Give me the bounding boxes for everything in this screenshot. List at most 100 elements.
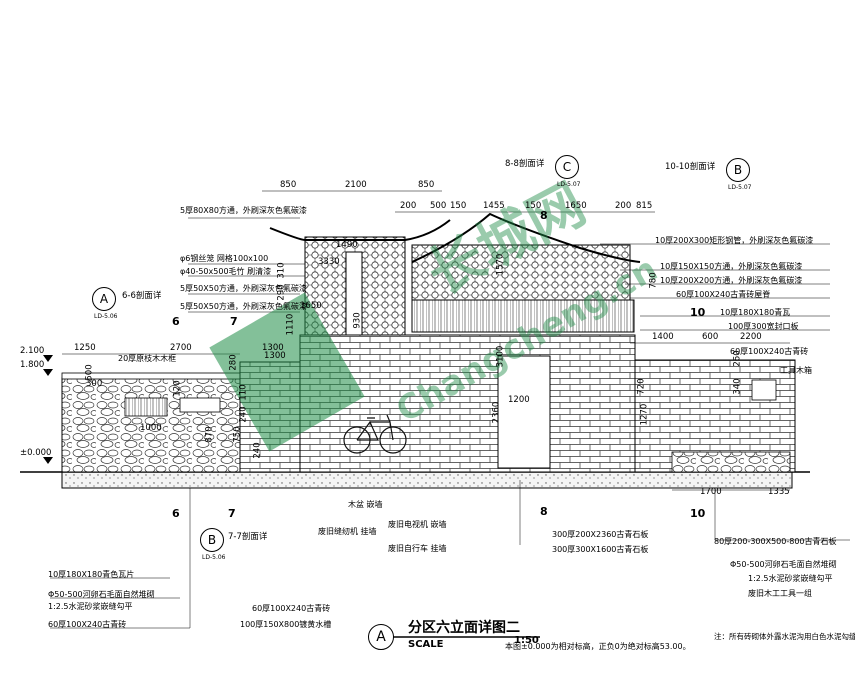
interior-dim-16: 600 (702, 332, 719, 342)
bottom-right-note-3: 废旧木工工具一组 (748, 589, 812, 598)
dim-top-r7: 815 (636, 201, 653, 211)
section-label-8: 8-8剖面详 (505, 159, 545, 169)
left-gate-roof (269, 219, 451, 241)
right-note-5: 100厚300宽封口板 (728, 322, 799, 331)
interior-dim-25: 1110 (285, 313, 296, 336)
left-stone-wall (61, 377, 249, 473)
section-sheet-6: LD-5.06 (94, 313, 118, 320)
dim-top-2100: 2100 (345, 180, 367, 190)
main-doorway (497, 355, 551, 469)
interior-dim-14: 780 (648, 272, 659, 289)
right-note-7: 工具木箱 (780, 366, 812, 375)
section-sheet-10: LD-5.07 (728, 184, 752, 191)
ground-base (61, 471, 793, 489)
interior-dim-12: 2360 (491, 401, 502, 424)
cut-number-6-bottom: 6 (172, 507, 180, 520)
bottom-center-note-0: 木盆 嵌墙 (348, 500, 383, 509)
left-note-3: 5厚50X50方通，外刷深灰色氟碳漆 (180, 284, 307, 293)
dim-top-r2: 150 (450, 201, 467, 211)
cut-number-8-top: 8 (540, 209, 548, 222)
interior-dim-13: 1570 (495, 253, 506, 276)
interior-dim-29: 300 (86, 379, 103, 389)
right-note-1: 10厚150X150方通，外刷深灰色氟碳漆 (660, 262, 803, 271)
bottom-center-note-2: 废旧电视机 嵌墙 (388, 520, 447, 529)
section-label-10: 10-10剖面详 (665, 162, 716, 172)
cut-number-10-bottom: 10 (690, 507, 706, 520)
bottom-right-note-1: Φ50-500河卵石毛面自然堆砌 (730, 560, 837, 569)
interior-dim-20: 720 (636, 378, 647, 395)
right-note-6: 60厚100X240古青砖 (730, 347, 809, 356)
interior-dim-32: 870 (204, 426, 215, 443)
section-circle-8: C (555, 155, 579, 179)
main-brick-wall (299, 334, 636, 473)
right-gate-screen (411, 244, 631, 301)
tool-box (751, 379, 777, 401)
left-note-4: 5厚50X50方通，外刷深灰色氟碳漆 (180, 302, 307, 311)
interior-dim-2: 1300 (262, 343, 284, 353)
section-circle-7: B (200, 528, 224, 552)
section-letter-10: B (733, 163, 743, 177)
right-planter (671, 451, 791, 473)
interior-dim-34: 750 (232, 426, 243, 443)
level-1800: 1.800 (20, 360, 45, 370)
interior-dim-9: 930 (352, 312, 363, 329)
dim-top-r6: 200 (615, 201, 632, 211)
left-note-2: φ40-50x500毛竹 刷清漆 (180, 267, 272, 276)
dim-top-r0: 200 (400, 201, 417, 211)
bottom-center-note-7: 100厚150X800镀黄水槽 (240, 620, 332, 629)
interior-dim-8: 3330 (318, 257, 340, 267)
leader-lines (50, 217, 850, 629)
interior-dim-0: 1250 (74, 343, 96, 353)
bottom-center-note-1: 废旧缝纫机 挂墙 (318, 527, 377, 536)
section-sheet-7: LD-5.06 (202, 554, 226, 561)
interior-dim-28: 290 (276, 284, 287, 301)
interior-dim-22: 340 (732, 378, 743, 395)
interior-dim-24: 280 (228, 354, 239, 371)
interior-dim-5: 1000 (140, 423, 162, 433)
left-note-0: 5厚80X80方通，外刷深灰色氟碳漆 (180, 206, 307, 215)
bottom-center-note-4: 300厚200X2360古青石板 (552, 530, 649, 539)
section-circle-6: A (92, 287, 116, 311)
cut-number-7-top: 7 (230, 315, 238, 328)
level-2100: 2.100 (20, 346, 45, 356)
interior-dim-23: 260 (732, 350, 743, 367)
interior-dim-33: 240 (238, 406, 249, 423)
title-circle: A (368, 624, 394, 650)
interior-dim-35: 240 (252, 442, 263, 459)
cut-number-10-top: 10 (690, 306, 706, 319)
footnote: 注：所有砖砌体外露水泥沟用白色水泥勾缝 (714, 632, 855, 641)
bottom-left-note-3: 60厚100X240古青砖 (48, 620, 127, 629)
bottom-right-note-2: 1:2.5水泥砂浆嵌缝勾平 (748, 574, 833, 583)
dim-top-r4: 150 (525, 201, 542, 211)
bottom-right-note-0: 80厚200-300X500-800古青石板 (714, 537, 837, 546)
cut-number-6-top: 6 (172, 315, 180, 328)
right-note-2: 10厚200X200方通，外刷深灰色氟碳漆 (660, 276, 803, 285)
left-gate-post (345, 251, 363, 348)
right-note-3: 60厚100X240古青砖屋脊 (676, 290, 771, 299)
interior-dim-26: 1300 (264, 351, 286, 361)
cut-number-7-bottom: 7 (228, 507, 236, 520)
title-circle-letter: A (376, 629, 386, 645)
interior-dim-10: 3100 (495, 345, 506, 368)
section-circle-10: B (726, 158, 750, 182)
section-letter-8: C (562, 160, 572, 174)
interior-dim-27: 310 (276, 262, 287, 279)
title-scale-label: SCALE (408, 639, 444, 650)
right-note-4: 10厚180X180青瓦 (720, 308, 791, 317)
bottom-center-note-3: 废旧自行车 挂墙 (388, 544, 447, 553)
dim-top-r1: 500 (430, 201, 447, 211)
interior-dim-15: 1400 (652, 332, 674, 342)
dim-top-850-a: 850 (280, 180, 297, 190)
cut-number-8-bottom: 8 (540, 505, 548, 518)
interior-dim-1: 2700 (170, 343, 192, 353)
bicycle (343, 414, 407, 454)
interior-dim-31: 110 (238, 384, 249, 401)
roof-tile-panel (124, 397, 168, 417)
bottom-left-note-1: Φ50-500河卵石毛面自然堆砌 (48, 590, 155, 599)
interior-dim-21: 1270 (639, 403, 650, 426)
title-elevation-note: 本图±0.000为相对标高，正负0为绝对标高53.00。 (505, 642, 691, 651)
interior-dim-11: 1200 (508, 395, 530, 405)
level-marker-3 (43, 457, 53, 464)
interior-dim-18: 1700 (700, 487, 722, 497)
